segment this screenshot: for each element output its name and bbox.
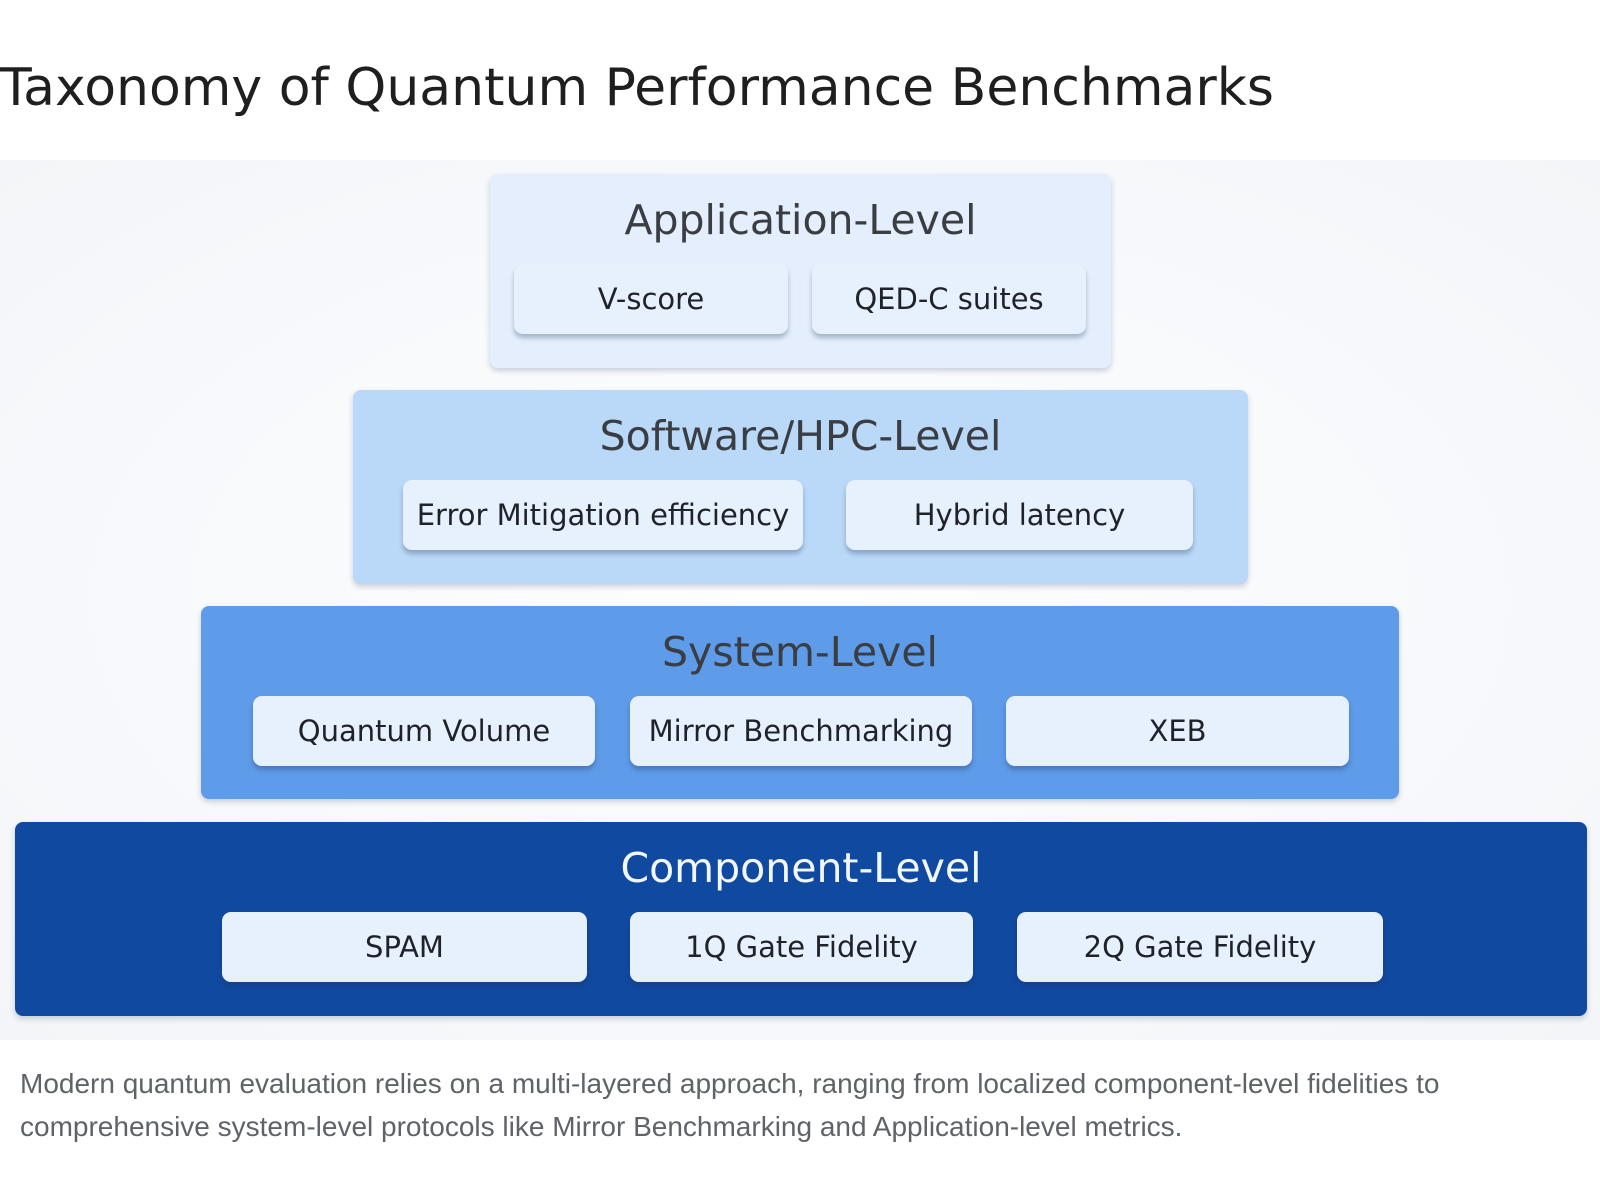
benchmark-quantum-volume: Quantum Volume [253, 696, 595, 766]
tier-system: System-Level Quantum Volume Mirror Bench… [201, 606, 1399, 799]
benchmark-pyramid-diagram: Application-Level V-score QED-C suites S… [0, 160, 1600, 1040]
tier-system-label: System-Level [662, 628, 938, 676]
benchmark-spam: SPAM [222, 912, 587, 982]
benchmark-error-mitigation-efficiency: Error Mitigation efficiency [403, 480, 803, 550]
tier-software-hpc-label: Software/HPC-Level [599, 412, 1002, 460]
benchmark-xeb: XEB [1006, 696, 1349, 766]
benchmark-qed-c-suites: QED-C suites [812, 264, 1086, 334]
benchmark-2q-gate-fidelity: 2Q Gate Fidelity [1017, 912, 1383, 982]
tier-component-label: Component-Level [620, 844, 982, 892]
benchmark-hybrid-latency: Hybrid latency [846, 480, 1193, 550]
figure-caption: Modern quantum evaluation relies on a mu… [20, 1068, 1440, 1142]
benchmark-v-score: V-score [514, 264, 788, 334]
tier-component: Component-Level SPAM 1Q Gate Fidelity 2Q… [15, 822, 1587, 1016]
page-title: Taxonomy of Quantum Performance Benchmar… [0, 58, 1274, 118]
tier-application: Application-Level V-score QED-C suites [490, 174, 1111, 368]
benchmark-mirror-benchmarking: Mirror Benchmarking [630, 696, 972, 766]
benchmark-1q-gate-fidelity: 1Q Gate Fidelity [630, 912, 973, 982]
tier-software-hpc: Software/HPC-Level Error Mitigation effi… [353, 390, 1248, 584]
tier-application-label: Application-Level [624, 196, 977, 244]
